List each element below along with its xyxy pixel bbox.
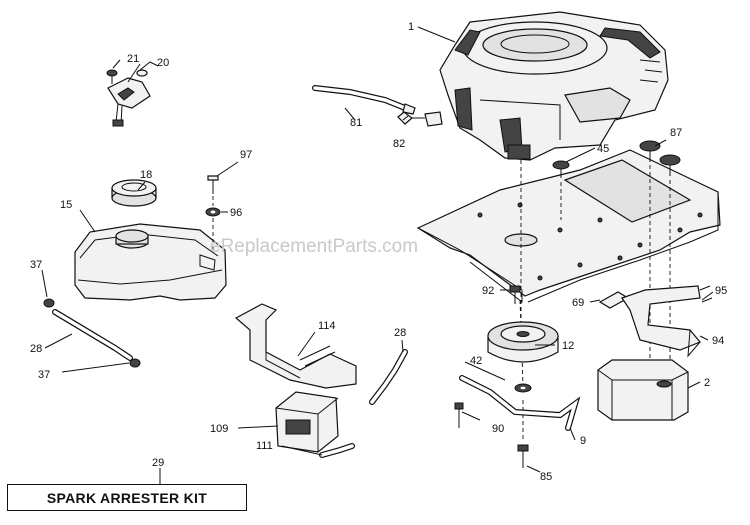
leader-lines bbox=[41, 26, 714, 484]
callout-90: 90 bbox=[492, 423, 504, 435]
clamp-37-top bbox=[43, 298, 55, 308]
callout-15: 15 bbox=[60, 199, 72, 211]
callout-18: 18 bbox=[140, 169, 152, 181]
fuel-line-28-mid bbox=[369, 349, 408, 405]
washer-42 bbox=[514, 383, 532, 393]
callout-37-bottom: 37 bbox=[38, 369, 50, 381]
callout-2: 2 bbox=[704, 377, 710, 389]
callout-95: 95 bbox=[715, 285, 727, 297]
callout-96: 96 bbox=[230, 207, 242, 219]
callout-29: 29 bbox=[152, 457, 164, 469]
bolt-85 bbox=[517, 444, 529, 468]
exhaust-pipe-94 bbox=[621, 285, 701, 358]
engine-deck bbox=[416, 149, 721, 304]
callout-97: 97 bbox=[240, 149, 252, 161]
fuel-tank-15 bbox=[74, 223, 227, 301]
callout-85: 85 bbox=[540, 471, 552, 483]
fuel-line-28-left bbox=[52, 309, 133, 361]
callout-92: 92 bbox=[482, 285, 494, 297]
screw-21 bbox=[106, 69, 118, 84]
watermark-text: eReplacementParts.com bbox=[210, 236, 418, 257]
rod-9 bbox=[459, 375, 581, 431]
bolt-45 bbox=[552, 160, 570, 178]
engine bbox=[439, 11, 669, 161]
washer-96 bbox=[205, 207, 221, 217]
bracket-114 bbox=[234, 303, 357, 389]
spark-arrester-kit-label: SPARK ARRESTER KIT bbox=[7, 484, 247, 511]
throttle-switch-20 bbox=[107, 61, 159, 127]
callout-28-left: 28 bbox=[30, 343, 42, 355]
callout-12: 12 bbox=[562, 340, 574, 352]
module-109 bbox=[275, 391, 339, 453]
callout-28-mid: 28 bbox=[394, 327, 406, 339]
fuel-line-81 bbox=[312, 85, 416, 115]
callout-111: 111 bbox=[256, 440, 273, 452]
callout-45: 45 bbox=[597, 143, 609, 155]
knob-87-left bbox=[639, 140, 661, 162]
callout-1: 1 bbox=[408, 21, 414, 33]
wire-111 bbox=[319, 443, 355, 458]
callout-109: 109 bbox=[210, 423, 228, 435]
bolt-90 bbox=[454, 402, 464, 428]
bolts-95 bbox=[699, 285, 713, 303]
callout-81: 81 bbox=[350, 117, 362, 129]
muffler-2 bbox=[597, 359, 689, 421]
pulley-12 bbox=[487, 321, 559, 363]
clamp-37-bottom bbox=[129, 358, 141, 368]
callout-82: 82 bbox=[393, 138, 405, 150]
callout-42: 42 bbox=[470, 355, 482, 367]
callout-94: 94 bbox=[712, 335, 724, 347]
callout-9: 9 bbox=[580, 435, 586, 447]
bolt-97 bbox=[207, 175, 219, 194]
bolt-92 bbox=[509, 285, 521, 304]
callout-87: 87 bbox=[670, 127, 682, 139]
callout-114: 114 bbox=[318, 320, 336, 332]
fuel-cap-18 bbox=[111, 179, 157, 207]
callout-37-top: 37 bbox=[30, 259, 42, 271]
knob-87-right bbox=[659, 154, 681, 176]
callout-20: 20 bbox=[157, 57, 169, 69]
callout-21: 21 bbox=[127, 53, 139, 65]
callout-69: 69 bbox=[572, 297, 584, 309]
